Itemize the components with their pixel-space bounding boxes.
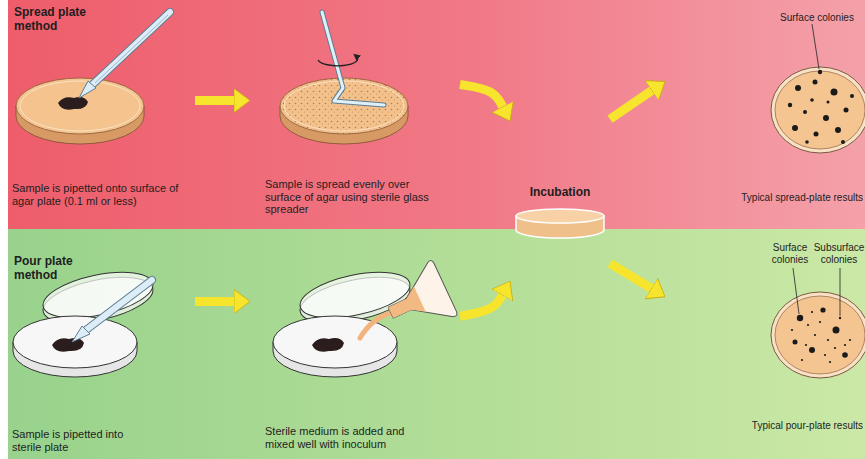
subsurface-colony bbox=[791, 329, 793, 331]
sample-drop bbox=[312, 338, 344, 352]
subsurface-colony bbox=[824, 354, 826, 356]
surface-colony bbox=[797, 315, 803, 321]
step-caption: Sample is pipetted into sterile plate bbox=[12, 428, 147, 453]
band-heading: Spread plate method bbox=[14, 6, 104, 34]
colony bbox=[795, 85, 801, 91]
colony bbox=[844, 108, 849, 113]
surface-colony bbox=[820, 307, 825, 312]
subsurface-colony bbox=[844, 344, 846, 346]
step-caption: Sterile medium is added and mixed well w… bbox=[265, 425, 430, 450]
step-heading: Incubation bbox=[510, 186, 610, 200]
dish-base bbox=[13, 316, 137, 368]
incubation-dish bbox=[516, 209, 604, 238]
sample-drop bbox=[52, 338, 84, 352]
surface-colony bbox=[833, 327, 840, 334]
callout-label: Subsurface colonies bbox=[813, 242, 865, 265]
surface-colony bbox=[809, 347, 815, 353]
callout-label: Surface colonies bbox=[765, 242, 815, 265]
dish-top bbox=[516, 209, 604, 223]
colony bbox=[831, 89, 838, 96]
colony bbox=[823, 115, 829, 121]
agar-surface bbox=[775, 71, 865, 149]
colony bbox=[788, 103, 792, 107]
agar-plate bbox=[16, 78, 144, 144]
colony-group bbox=[791, 307, 851, 363]
subsurface-colony bbox=[829, 361, 831, 363]
subsurface-colony bbox=[814, 334, 816, 336]
leader-line bbox=[840, 268, 841, 316]
subsurface-colony bbox=[849, 339, 851, 341]
colony bbox=[827, 101, 830, 104]
subsurface-colony bbox=[811, 311, 813, 313]
result-caption: Typical spread-plate results bbox=[665, 192, 863, 204]
step-caption: Sample is pipetted onto surface of agar … bbox=[12, 182, 190, 207]
dish-base bbox=[273, 316, 397, 368]
subsurface-colony bbox=[834, 347, 836, 349]
colony bbox=[835, 127, 841, 133]
colony bbox=[813, 80, 818, 85]
subsurface-colony bbox=[801, 359, 803, 361]
colony bbox=[810, 98, 814, 102]
surface-colony bbox=[793, 340, 798, 345]
colony bbox=[850, 94, 854, 98]
subsurface-colony bbox=[819, 321, 821, 323]
subsurface-colony bbox=[807, 324, 809, 326]
colony bbox=[803, 110, 807, 114]
subsurface-colony bbox=[839, 317, 841, 319]
colony bbox=[805, 140, 809, 144]
colony bbox=[814, 132, 819, 137]
plate-rim bbox=[771, 67, 865, 153]
result-caption: Typical pour-plate results bbox=[665, 420, 863, 432]
colony bbox=[818, 70, 822, 74]
sample-drop bbox=[58, 97, 88, 110]
colony-group bbox=[788, 70, 854, 144]
pipette-tip bbox=[72, 326, 90, 342]
subsurface-colony bbox=[827, 339, 829, 341]
agar-surface bbox=[775, 296, 865, 374]
subsurface-colony bbox=[805, 344, 807, 346]
surface-colony bbox=[842, 352, 848, 358]
agar-surface bbox=[16, 78, 144, 134]
step-caption: Sample is spread evenly over surface of … bbox=[265, 178, 435, 216]
plate-rim bbox=[771, 292, 865, 378]
colony bbox=[792, 125, 798, 131]
pipette-tip bbox=[79, 81, 96, 98]
band-heading: Pour plate method bbox=[14, 255, 94, 283]
colony bbox=[841, 140, 845, 144]
callout-label: Surface colonies bbox=[780, 12, 854, 24]
plate-rim bbox=[20, 81, 140, 131]
